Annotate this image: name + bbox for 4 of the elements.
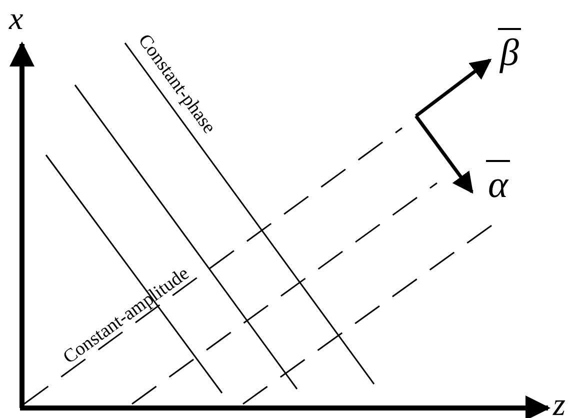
axis-label: z xyxy=(553,388,566,418)
vector-label: β xyxy=(498,28,521,72)
axis-label: x xyxy=(9,2,24,34)
vector-label: α xyxy=(486,160,510,204)
